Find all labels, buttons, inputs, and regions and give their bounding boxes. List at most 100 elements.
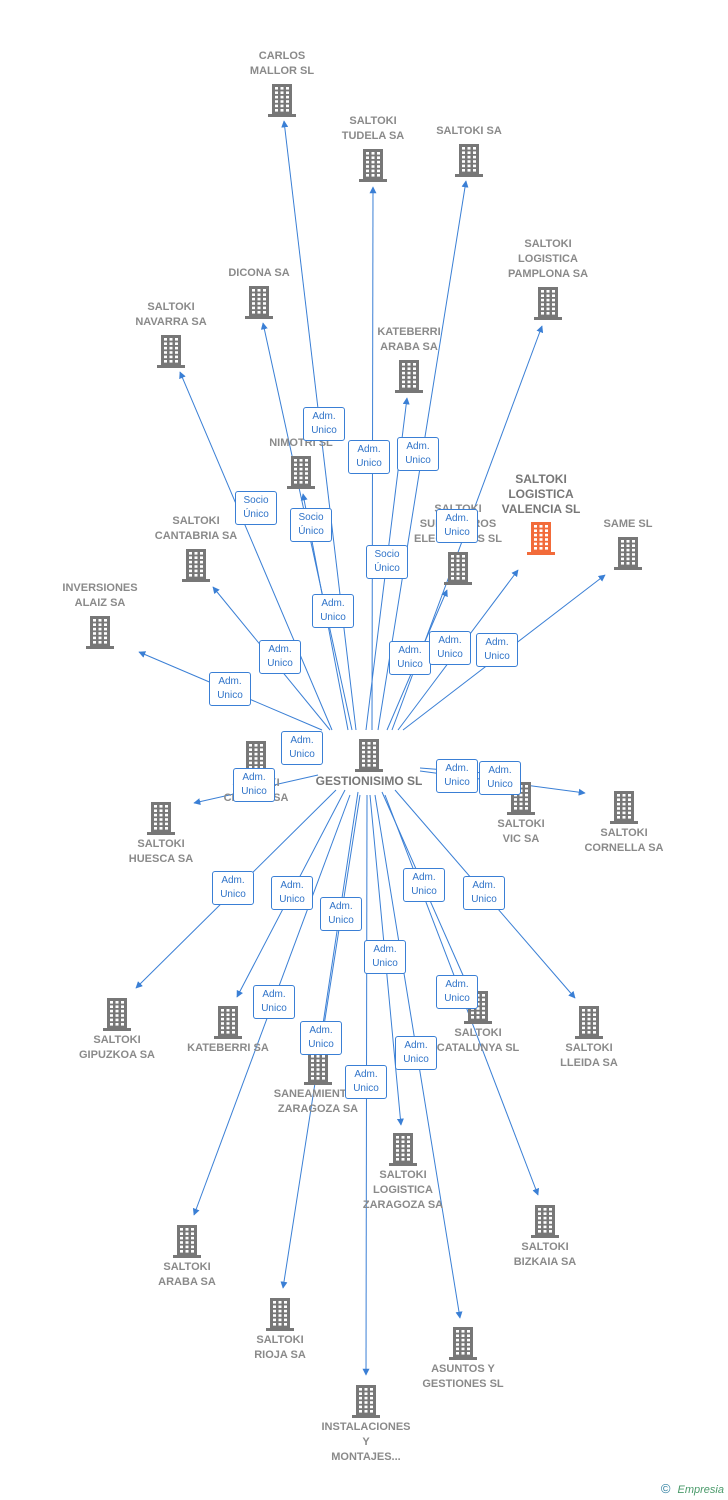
company-node-saltoki-catalunya[interactable]: SALTOKI CATALUNYA SL — [437, 990, 519, 1054]
building-icon — [448, 1327, 478, 1364]
company-label: SALTOKI RIOJA SA — [254, 1334, 306, 1361]
company-label: SALTOKI TUDELA SA — [341, 115, 405, 142]
building-icon — [213, 1006, 243, 1043]
role-badge[interactable]: Adm. Unico — [212, 871, 254, 905]
building-icon — [443, 552, 473, 589]
company-label: KATEBERRI SA — [187, 1042, 269, 1054]
company-node-kateberri[interactable]: KATEBERRI SA — [187, 1005, 269, 1054]
company-node-saltoki-araba[interactable]: SALTOKI ARABA SA — [158, 1224, 216, 1288]
building-icon — [354, 739, 384, 776]
company-node-dicona[interactable]: DICONA SA — [228, 267, 290, 324]
company-label: DICONA SA — [228, 267, 290, 279]
role-badge[interactable]: Adm. Unico — [436, 759, 478, 793]
role-badge[interactable]: Adm. Unico — [403, 868, 445, 902]
building-icon — [394, 360, 424, 397]
role-badge[interactable]: Adm. Unico — [259, 640, 301, 674]
company-node-saltoki-huesca[interactable]: SALTOKI HUESCA SA — [129, 801, 193, 865]
role-badge[interactable]: Adm. Unico — [429, 631, 471, 665]
role-badge[interactable]: Adm. Unico — [479, 761, 521, 795]
role-badge[interactable]: Adm. Unico — [312, 594, 354, 628]
role-badge[interactable]: Adm. Unico — [300, 1021, 342, 1055]
company-label: SALTOKI NAVARRA SA — [135, 301, 207, 328]
company-label: SANEAMIENTOS ZARAGOZA SA — [273, 1088, 363, 1115]
role-badge[interactable]: Adm. Unico — [233, 768, 275, 802]
company-node-saltoki-sa[interactable]: SALTOKI SA — [436, 125, 502, 182]
role-badge[interactable]: Adm. Unico — [281, 731, 323, 765]
building-icon — [609, 791, 639, 828]
building-icon — [265, 1298, 295, 1335]
building-icon — [613, 537, 643, 574]
role-badge[interactable]: Adm. Unico — [303, 407, 345, 441]
company-label: SALTOKI LOGISTICA VALENCIA SL — [501, 472, 581, 516]
building-icon — [156, 335, 186, 372]
building-icon — [533, 287, 563, 324]
edge-saltoki-navarra — [179, 371, 333, 731]
company-node-saltoki-log-zaragoza[interactable]: SALTOKI LOGISTICA ZARAGOZA SA — [363, 1132, 443, 1211]
company-node-saltoki-log-valencia[interactable]: SALTOKI LOGISTICA VALENCIA SL — [502, 472, 580, 560]
role-badge[interactable]: Socio Único — [366, 545, 408, 579]
company-label: SALTOKI VIC SA — [497, 818, 545, 845]
company-node-saltoki-navarra[interactable]: SALTOKI NAVARRA SA — [135, 301, 207, 373]
company-node-saltoki-bizkaia[interactable]: SALTOKI BIZKAIA SA — [514, 1204, 576, 1268]
role-badge[interactable]: Adm. Unico — [271, 876, 313, 910]
building-icon — [102, 998, 132, 1035]
role-badge[interactable]: Adm. Unico — [320, 897, 362, 931]
role-badge[interactable]: Adm. Unico — [463, 876, 505, 910]
role-badge[interactable]: Adm. Unico — [253, 985, 295, 1019]
company-node-saneamientos-zaragoza[interactable]: SANEAMIENTOS ZARAGOZA SA — [274, 1051, 362, 1115]
company-node-kateberri-araba[interactable]: KATEBERRI ARABA SA — [377, 326, 441, 398]
company-node-saltoki-tudela[interactable]: SALTOKI TUDELA SA — [342, 115, 404, 187]
company-node-same[interactable]: SAME SL — [604, 518, 652, 575]
company-node-carlos-mallor[interactable]: CARLOS MALLOR SL — [250, 50, 314, 122]
role-badge[interactable]: Adm. Unico — [348, 440, 390, 474]
company-label: GESTIONISIMO SL — [315, 774, 423, 788]
building-icon — [172, 1225, 202, 1262]
company-label: SALTOKI HUESCA SA — [128, 838, 194, 865]
building-icon — [574, 1006, 604, 1043]
company-node-saltoki-gipuzkoa[interactable]: SALTOKI GIPUZKOA SA — [79, 997, 155, 1061]
role-badge[interactable]: Adm. Unico — [209, 672, 251, 706]
role-badge[interactable]: Socio Único — [290, 508, 332, 542]
company-label: SALTOKI CORNELLA SA — [584, 827, 664, 854]
building-icon — [530, 1205, 560, 1242]
company-node-saltoki-cornella[interactable]: SALTOKI CORNELLA SA — [584, 790, 664, 854]
company-label: SALTOKI CATALUNYA SL — [436, 1027, 520, 1054]
copyright-symbol: © — [660, 1481, 671, 1496]
brand-name: Empresia — [677, 1484, 724, 1496]
building-icon — [454, 144, 484, 181]
company-node-saltoki-log-pamplona[interactable]: SALTOKI LOGISTICA PAMPLONA SA — [508, 238, 588, 325]
company-label: ASUNTOS Y GESTIONES SL — [422, 1363, 504, 1390]
company-node-asuntos-gestiones[interactable]: ASUNTOS Y GESTIONES SL — [422, 1326, 504, 1390]
company-label: SALTOKI ARABA SA — [158, 1261, 216, 1288]
building-icon — [146, 802, 176, 839]
role-badge[interactable]: Adm. Unico — [397, 437, 439, 471]
role-badge[interactable]: Socio Único — [235, 491, 277, 525]
company-node-gestionisimo[interactable]: GESTIONISIMO SL — [316, 738, 422, 788]
company-node-saltoki-rioja[interactable]: SALTOKI RIOJA SA — [254, 1297, 306, 1361]
role-badge[interactable]: Adm. Unico — [389, 641, 431, 675]
company-label: SALTOKI BIZKAIA SA — [513, 1241, 577, 1268]
company-label: CARLOS MALLOR SL — [249, 50, 315, 77]
role-badge[interactable]: Adm. Unico — [364, 940, 406, 974]
building-icon — [351, 1385, 381, 1422]
role-badge[interactable]: Adm. Unico — [476, 633, 518, 667]
company-node-inversiones-alaiz[interactable]: INVERSIONES ALAIZ SA — [62, 582, 138, 654]
company-node-saltoki-lleida[interactable]: SALTOKI LLEIDA SA — [560, 1005, 618, 1069]
company-node-saltoki-cantabria[interactable]: SALTOKI CANTABRIA SA — [155, 515, 237, 587]
company-label: SAME SL — [603, 518, 653, 530]
building-icon — [286, 456, 316, 493]
company-node-instalaciones[interactable]: INSTALACIONES Y MONTAJES... — [321, 1384, 411, 1463]
company-label: INSTALACIONES Y MONTAJES... — [321, 1421, 411, 1463]
company-node-nimotri[interactable]: NIMOTRI SL — [269, 437, 333, 494]
company-label: SALTOKI CANTABRIA SA — [154, 515, 238, 542]
brand-watermark: © Empresia — [661, 1481, 724, 1496]
role-badge[interactable]: Adm. Unico — [436, 975, 478, 1009]
building-icon — [181, 549, 211, 586]
building-icon — [526, 522, 556, 559]
company-node-saltoki-suministros[interactable]: SALTOKI SUMINISTROS ELECTRICOS SL — [414, 503, 502, 590]
building-icon — [85, 616, 115, 653]
role-badge[interactable]: Adm. Unico — [395, 1036, 437, 1070]
role-badge[interactable]: Adm. Unico — [345, 1065, 387, 1099]
company-label: SALTOKI LOGISTICA PAMPLONA SA — [507, 238, 589, 280]
role-badge[interactable]: Adm. Unico — [436, 509, 478, 543]
